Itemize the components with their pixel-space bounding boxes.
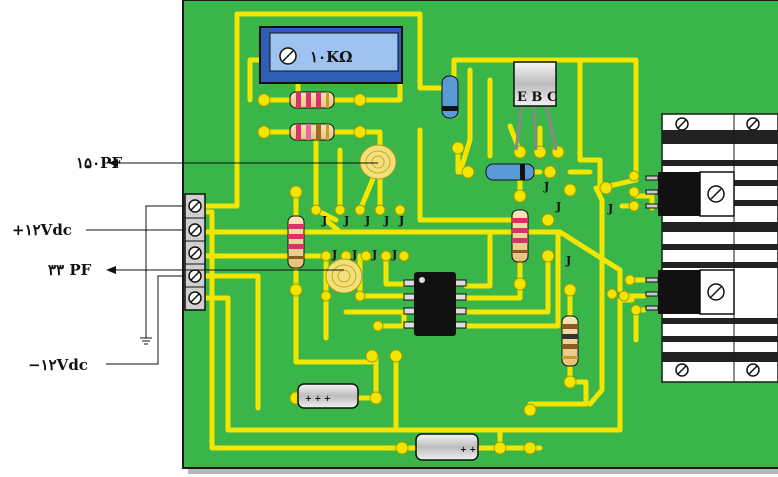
label-plus-12vdc: +۱۲Vdc — [12, 221, 72, 239]
voltage-regulator-2 — [645, 269, 735, 315]
jumper-label: J — [555, 200, 561, 213]
heat-sink — [661, 113, 778, 383]
potentiometer: ۱۰KΩ — [259, 26, 403, 84]
label-minus-12vdc: −۱۲Vdc — [28, 356, 88, 374]
transistor-pin-labels: E B C — [517, 90, 557, 105]
jumper-labels: J J J J J J J J J J J J J — [321, 180, 613, 267]
svg-text:+ +: + + — [460, 444, 476, 454]
transistor: E B C — [513, 61, 558, 151]
jumper-label: J — [398, 214, 404, 227]
potentiometer-value: ۱۰KΩ — [310, 48, 353, 66]
svg-text:+ + +: + + + — [305, 393, 331, 403]
diode-d2 — [485, 163, 535, 181]
solder-pads — [257, 93, 642, 455]
resistor-r4 — [511, 209, 529, 263]
jumper-label: J — [371, 248, 377, 261]
arrowheads — [106, 159, 118, 274]
resistor-r2 — [289, 123, 335, 141]
jumper-label: J — [383, 214, 389, 227]
resistor-r1 — [289, 91, 335, 109]
resistor-r5 — [561, 315, 579, 367]
label-150pf: ۱۵۰PF — [76, 154, 122, 172]
diode-d1 — [441, 75, 459, 119]
resistor-r3 — [287, 215, 305, 269]
terminal-block — [184, 193, 206, 311]
jumper-label: J — [391, 248, 397, 261]
capacitor-33pf — [325, 258, 363, 294]
jumper-label: J — [364, 214, 370, 227]
jumper-label: J — [321, 214, 327, 227]
external-wiring — [86, 162, 378, 365]
label-33pf: ۳۳ PF — [48, 261, 92, 279]
jumper-label: J — [565, 254, 571, 267]
jumper-label: J — [543, 180, 549, 193]
jumper-label: J — [351, 248, 357, 261]
ic-chip — [403, 272, 467, 336]
electrolytic-capacitor-1: + + + — [297, 383, 359, 409]
jumper-label: J — [607, 202, 613, 215]
jumper-label: J — [343, 214, 349, 227]
jumper-label: J — [331, 248, 337, 261]
capacitor-150pf — [359, 144, 397, 180]
electrolytic-capacitor-2: + + — [415, 433, 479, 461]
voltage-regulator-1 — [645, 171, 735, 217]
